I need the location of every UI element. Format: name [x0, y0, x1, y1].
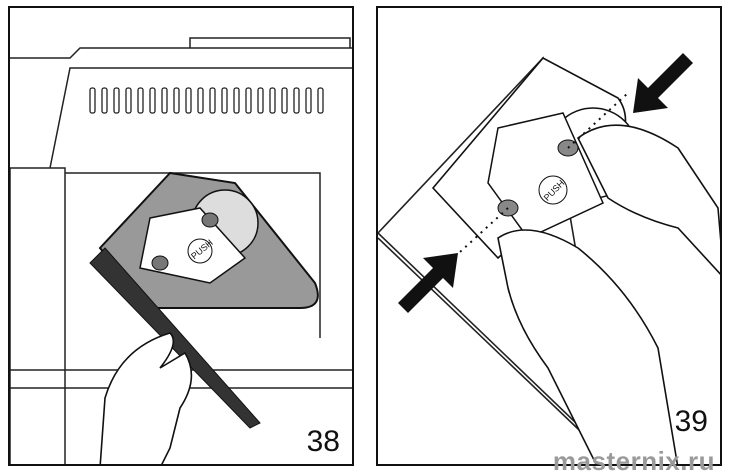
vent-slots: [89, 87, 324, 114]
illustration-panel-38: PUSH 38: [8, 6, 354, 466]
hand: [99, 332, 193, 464]
hand-left: [497, 229, 679, 464]
figure-number: 39: [674, 405, 708, 438]
arrow-down-left-icon: [633, 53, 693, 113]
drawing-remove-bag-housing: PUSH: [10, 37, 352, 464]
arrow-up-right-icon: [398, 253, 458, 313]
illustration-panel-39: PUSH 39: [376, 6, 722, 466]
watermark: masternix.ru: [552, 446, 715, 476]
hand-right: [576, 124, 720, 275]
drawing-press-push-buttons: PUSH: [378, 53, 720, 464]
bag-holder: PUSH: [89, 171, 319, 429]
figure-number: 38: [306, 425, 340, 458]
